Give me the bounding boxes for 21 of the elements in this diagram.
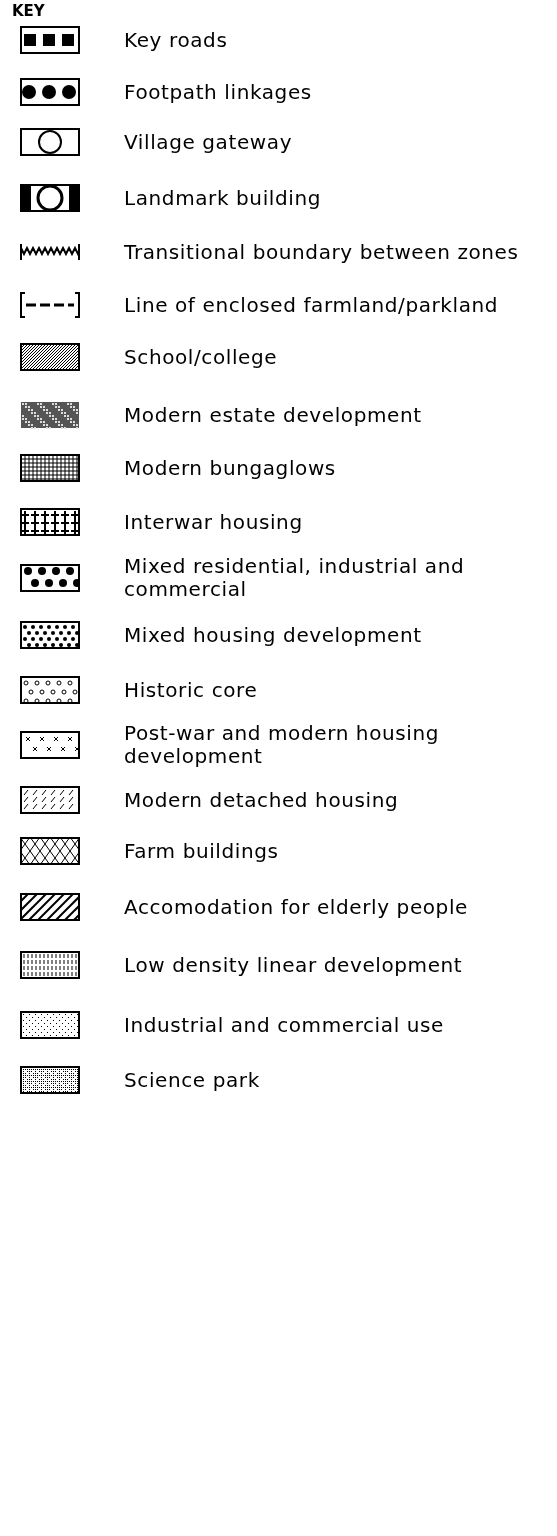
legend-label: Transitional boundary between zones bbox=[124, 240, 520, 264]
legend-label: Village gateway bbox=[124, 130, 294, 154]
legend-label: Farm buildings bbox=[124, 839, 280, 863]
legend-label: Industrial and commercial use bbox=[124, 1013, 445, 1037]
legend-label: School/college bbox=[124, 345, 279, 369]
legend-label: Low density linear development bbox=[124, 953, 464, 977]
legend-label: Landmark building bbox=[124, 186, 322, 210]
legend-label: Accomodation for elderly people bbox=[124, 895, 469, 919]
key-heading: KEY bbox=[12, 2, 45, 20]
legend-label: Mixed residential, industrial and commercial bbox=[124, 555, 466, 601]
legend-label: Modern estate development bbox=[124, 403, 423, 427]
legend-label: Line of enclosed farmland/parkland bbox=[124, 293, 500, 317]
legend-label: Footpath linkages bbox=[124, 80, 313, 104]
legend-label: Post-war and modern housing development bbox=[124, 722, 440, 768]
legend-label: Historic core bbox=[124, 678, 259, 702]
legend-label: Key roads bbox=[124, 28, 229, 52]
legend-label: Interwar housing bbox=[124, 510, 304, 534]
legend-label: Science park bbox=[124, 1068, 261, 1092]
legend-label: Modern detached housing bbox=[124, 788, 400, 812]
legend-label: Mixed housing development bbox=[124, 623, 423, 647]
legend-label: Modern bungaglows bbox=[124, 456, 337, 480]
